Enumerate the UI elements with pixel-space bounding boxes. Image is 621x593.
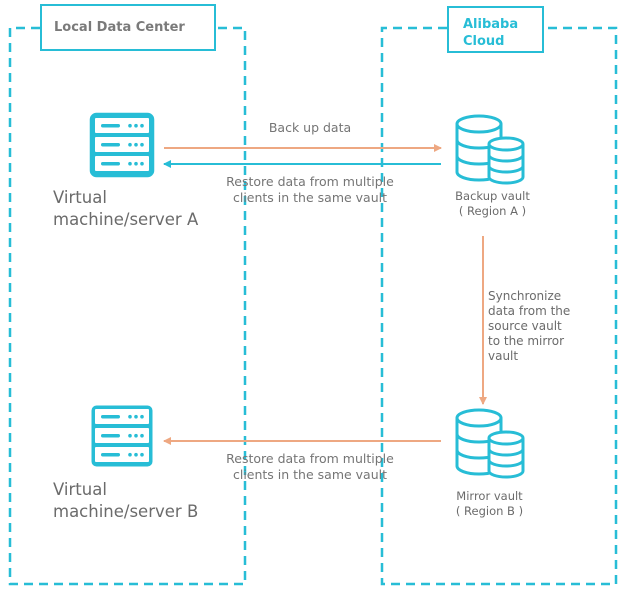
restore-a-edge-label: Restore data from multiple clients in th… (195, 174, 425, 206)
restore-b-edge-label-line1: Restore data from multiple (226, 451, 394, 466)
backup-vault-label-line2: ( Region A ) (458, 204, 527, 218)
backup-vault-label: Backup vault ( Region A ) (440, 189, 545, 219)
sync-edge-label: Synchronize data from the source vault t… (488, 289, 570, 364)
sync-edge-label-line1: Synchronize (488, 289, 562, 303)
cloud-label-line2: Cloud (463, 34, 505, 49)
server-b-icon (91, 405, 153, 467)
cloud-label-line1: Alibaba (463, 17, 519, 32)
local-datacenter-boundary (8, 26, 247, 586)
mirror-vault-label-line2: ( Region B ) (455, 504, 524, 518)
mirror-vault-label-line1: Mirror vault (456, 489, 523, 503)
server-b-label-line1: Virtual (53, 480, 107, 499)
restore-a-edge-label-line2: clients in the same vault (232, 190, 388, 205)
backup-edge-label: Back up data (210, 120, 410, 136)
backup-vault-label-line1: Backup vault (455, 189, 530, 203)
restore-b-edge-label: Restore data from multiple clients in th… (195, 451, 425, 483)
local-datacenter-label: Local Data Center (40, 4, 216, 51)
sync-edge-label-line2: data from the (488, 304, 571, 318)
backup-edge-label-text: Back up data (268, 120, 352, 135)
server-b-label: Virtual machine/server B (53, 479, 198, 523)
restore-b-edge-label-line2: clients in the same vault (232, 467, 388, 482)
server-a-label-line1: Virtual (53, 188, 107, 207)
local-datacenter-label-text: Local Data Center (54, 20, 185, 35)
mirror-vault-label: Mirror vault ( Region B ) (437, 489, 542, 519)
server-a-label-line2: machine/server A (53, 210, 199, 229)
cloud-boundary (380, 26, 618, 586)
server-a-label: Virtual machine/server A (53, 187, 198, 231)
mirror-vault-database-icon (455, 408, 525, 479)
backup-vault-database-icon (455, 114, 525, 185)
sync-edge-label-line4: to the mirror (488, 334, 565, 348)
server-a-icon (89, 112, 155, 178)
sync-edge-label-line5: vault (488, 349, 519, 363)
sync-edge-label-line3: source vault (488, 319, 562, 333)
server-b-label-line2: machine/server B (53, 502, 199, 521)
restore-a-edge-label-line1: Restore data from multiple (226, 174, 394, 189)
cloud-label: Alibaba Cloud (447, 6, 544, 53)
